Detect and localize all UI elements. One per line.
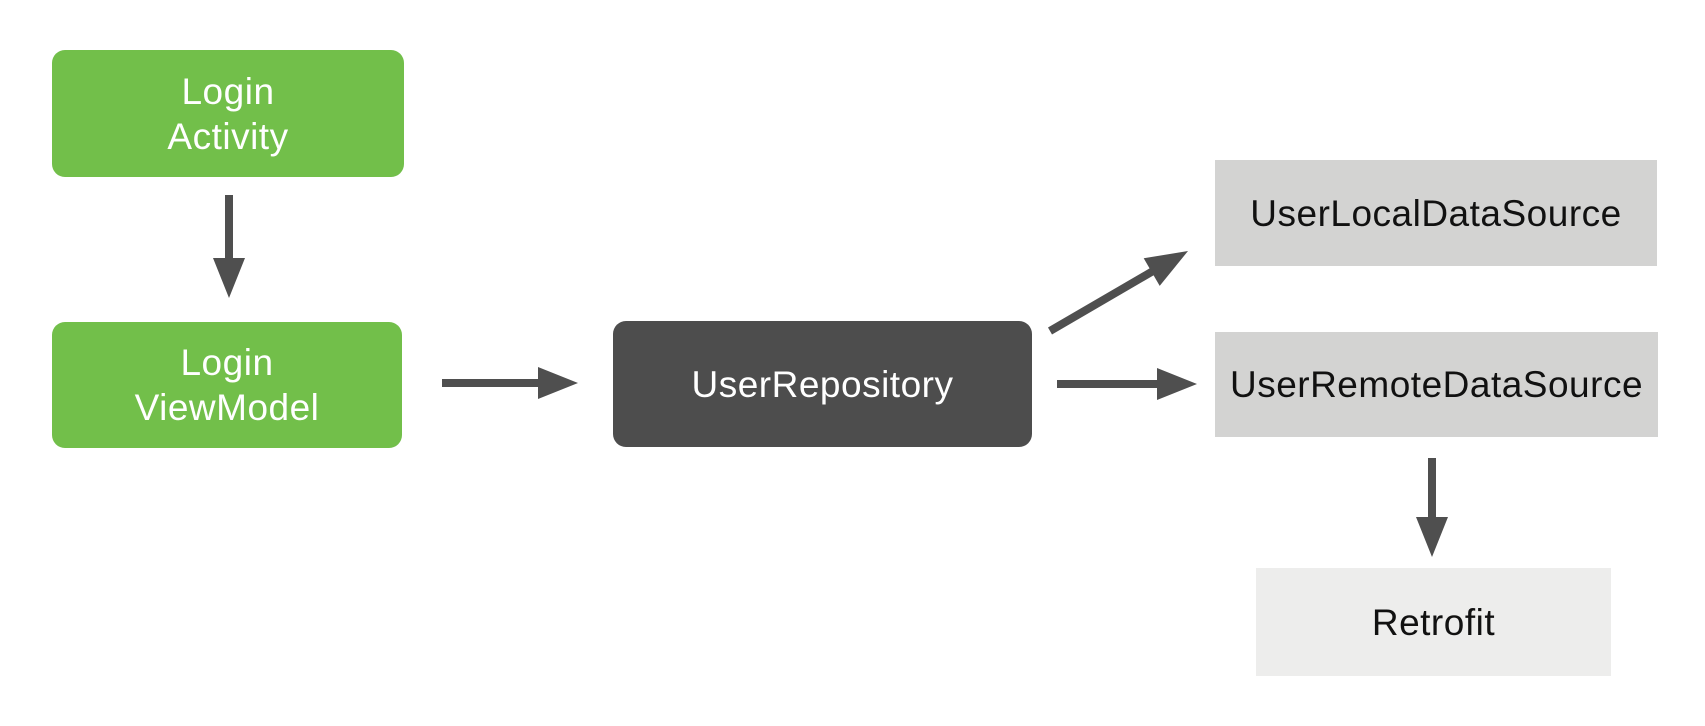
arrow-user-remote-datasource-to-retrofit	[1416, 458, 1448, 557]
node-login-viewmodel: Login ViewModel	[52, 322, 402, 448]
node-login-activity-label-line1: Login	[181, 70, 275, 112]
node-login-activity: Login Activity	[52, 50, 404, 177]
node-user-remote-datasource: UserRemoteDataSource	[1215, 332, 1658, 437]
node-retrofit: Retrofit	[1256, 568, 1611, 676]
arrow-user-repository-to-user-local-datasource	[1047, 251, 1188, 335]
node-user-repository: UserRepository	[613, 321, 1032, 447]
arrow-login-viewmodel-to-user-repository	[442, 367, 578, 399]
arrow-user-repository-to-user-remote-datasource	[1057, 368, 1197, 400]
node-login-activity-label-line2: Activity	[167, 115, 289, 157]
node-user-remote-datasource-label: UserRemoteDataSource	[1229, 364, 1644, 405]
node-login-viewmodel-label-line1: Login	[180, 342, 274, 383]
node-user-local-datasource-label: UserLocalDataSource	[1250, 192, 1622, 234]
node-user-repository-label: UserRepository	[691, 363, 954, 405]
node-login-viewmodel-label-line2: ViewModel	[134, 387, 320, 428]
arrow-login-activity-to-login-viewmodel	[213, 195, 245, 298]
node-retrofit-label: Retrofit	[1371, 601, 1496, 643]
node-user-local-datasource: UserLocalDataSource	[1215, 160, 1657, 266]
